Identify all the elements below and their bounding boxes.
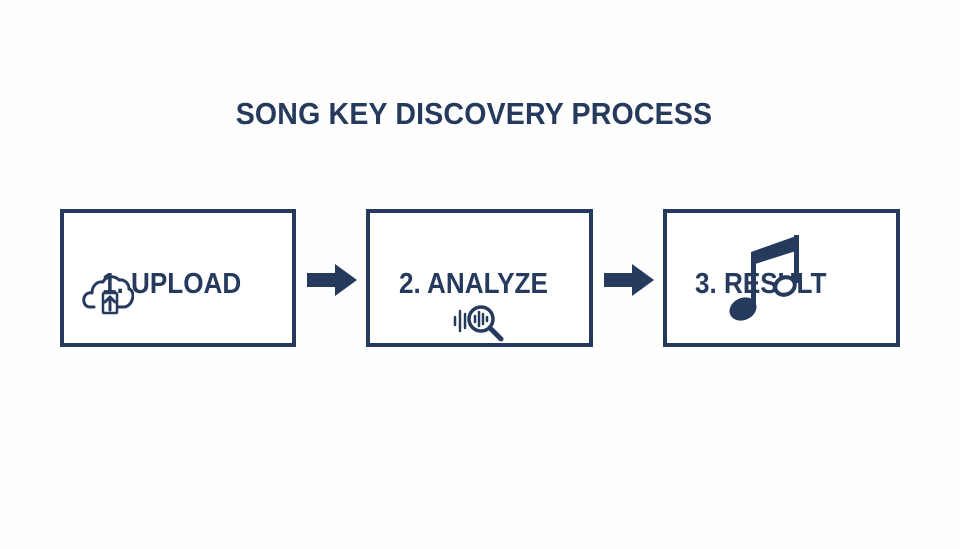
step-label-upload: 1. UPLOAD [102,268,242,300]
diagram-title: SONG KEY DISCOVERY PROCESS [235,96,713,131]
right-arrow-icon [604,264,654,296]
step-result: 3. RESULT [663,209,900,347]
cloud-upload-icon [82,275,134,315]
step-upload: 1. UPLOAD [60,209,296,347]
music-note-icon [729,235,799,321]
step-label-result: 3. RESULT [695,268,827,300]
step-label-analyze: 2. ANALYZE [399,268,548,300]
step-analyze: 2. ANALYZE [366,209,593,347]
right-arrow-icon [307,264,357,296]
waveform-search-icon [453,305,504,342]
